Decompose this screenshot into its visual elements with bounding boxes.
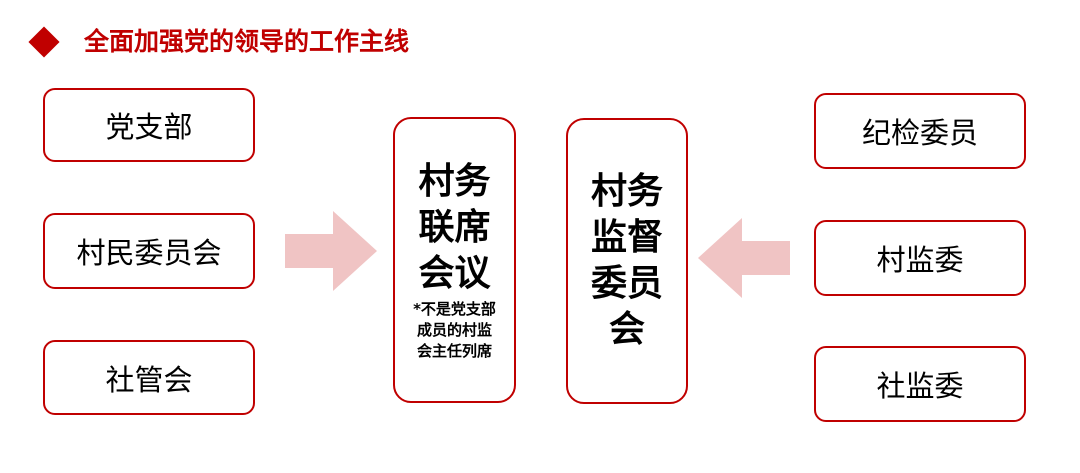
left-box-party-branch: 党支部 [43, 88, 255, 162]
village-joint-meeting-note: *不是党支部成员的村监会主任列席 [413, 299, 496, 360]
left-box-villagers-committee: 村民委员会 [43, 213, 255, 289]
arrow-right-icon [285, 211, 377, 291]
right-box-village-supervision: 村监委 [814, 220, 1026, 296]
village-joint-meeting-box: 村务联席会议 *不是党支部成员的村监会主任列席 [393, 117, 516, 403]
right-box-community-supervision: 社监委 [814, 346, 1026, 422]
title-diamond-icon [28, 26, 60, 58]
left-box-community-committee: 社管会 [43, 340, 255, 415]
right-box-discipline-member: 纪检委员 [814, 93, 1026, 169]
village-joint-meeting-title: 村务联席会议 [418, 160, 491, 294]
village-supervision-committee-box: 村务监督委员会 [566, 118, 688, 404]
page-title: 全面加强党的领导的工作主线 [84, 27, 410, 56]
arrow-left-icon [698, 218, 790, 298]
village-supervision-committee-title: 村务监督委员会 [590, 171, 663, 350]
